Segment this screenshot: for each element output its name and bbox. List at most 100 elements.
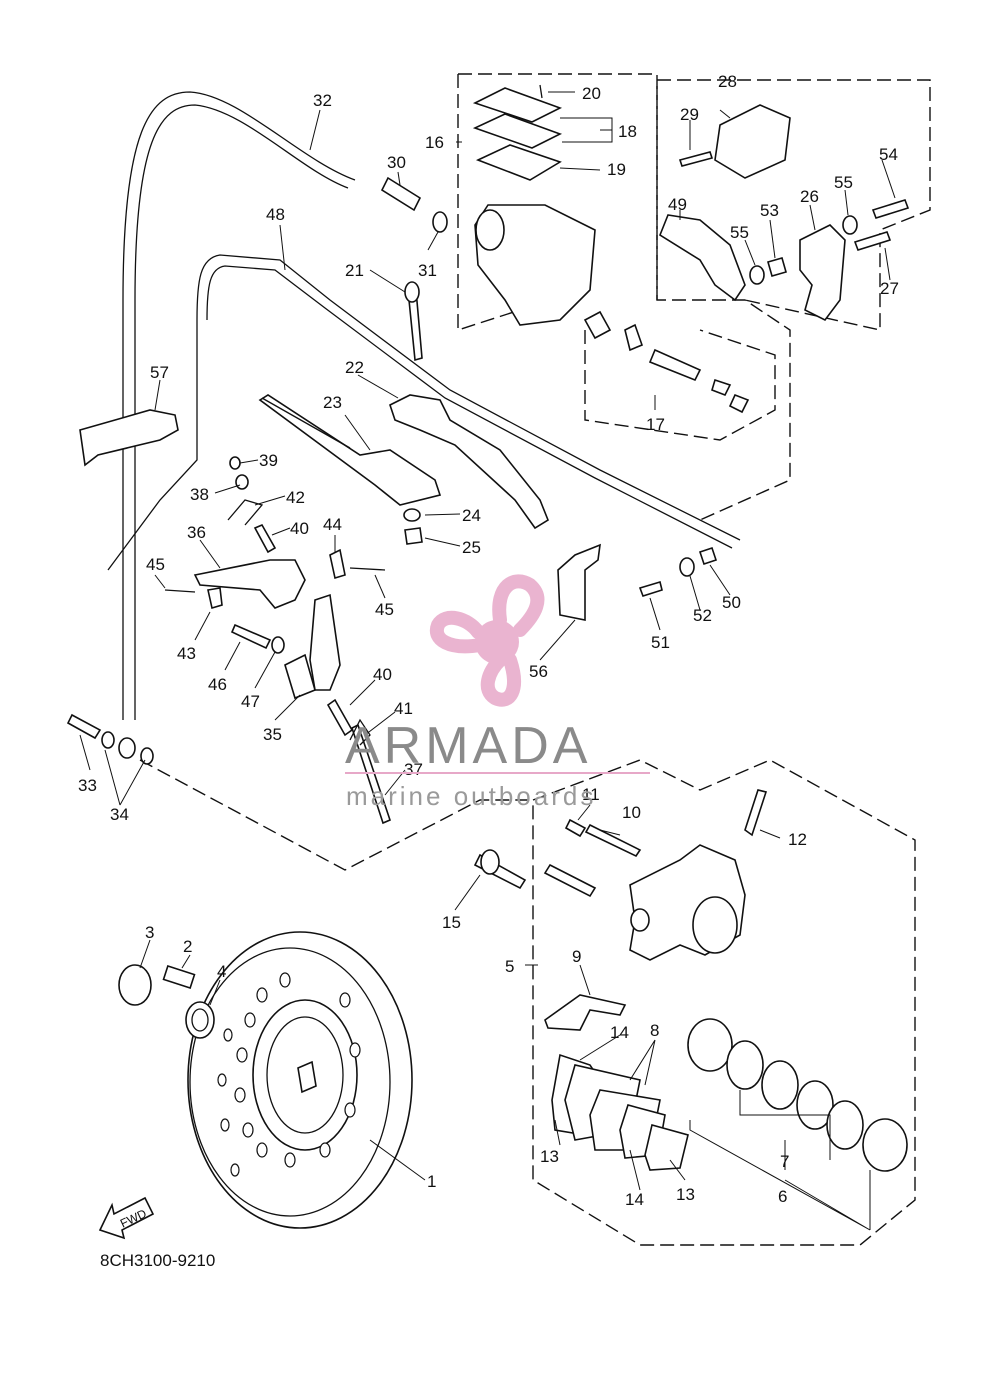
callout-10: 10 <box>622 803 641 822</box>
fwd-arrow-shape <box>98 1196 155 1240</box>
pin-43 <box>207 587 223 610</box>
callout-18: 18 <box>618 122 637 141</box>
piston-kit-17 <box>583 310 750 414</box>
seal-7b <box>761 1060 799 1110</box>
bracket-57 <box>79 409 179 467</box>
bolt-46 <box>230 623 272 650</box>
callout-52: 52 <box>693 606 712 625</box>
pedal-linkage <box>164 456 423 825</box>
callout-40b: 40 <box>373 665 392 684</box>
callout-17: 17 <box>646 415 665 434</box>
union-30 <box>380 176 422 212</box>
pin-44 <box>329 548 346 580</box>
callout-37: 37 <box>404 760 423 779</box>
diagram-code: 8CH3100-9210 <box>100 1251 215 1270</box>
callout-53: 53 <box>760 201 779 220</box>
bracket-26 <box>799 224 846 322</box>
seal-7a <box>726 1040 764 1090</box>
washer-34b <box>140 747 154 765</box>
callout-23: 23 <box>323 393 342 412</box>
arm-36 <box>193 559 306 609</box>
leader-lines <box>79 91 896 1231</box>
lever-22 <box>389 394 549 530</box>
caliper-group-outline <box>532 759 916 1246</box>
cable-48-inner <box>206 265 733 549</box>
disc-hub-inner <box>266 1016 344 1134</box>
piston-group-outline <box>584 329 776 441</box>
watermark-tagline: marine outboards <box>346 781 596 811</box>
collar-50 <box>698 546 718 566</box>
piston-6b <box>862 1118 908 1172</box>
bolt-11 <box>564 818 587 838</box>
bolt-15-head <box>480 849 500 875</box>
callout-45b: 45 <box>375 600 394 619</box>
callout-54: 54 <box>879 145 898 164</box>
hoses-and-cables <box>66 91 741 765</box>
callout-1: 1 <box>427 1172 436 1191</box>
callout-50: 50 <box>722 593 741 612</box>
master-cylinder <box>404 84 750 414</box>
nut-47 <box>271 636 285 654</box>
callout-7: 7 <box>780 1152 789 1171</box>
callout-41: 41 <box>394 699 413 718</box>
callout-24: 24 <box>462 506 481 525</box>
washer-4-inner <box>191 1008 209 1032</box>
callout-11: 11 <box>582 785 600 804</box>
callout-42: 42 <box>286 488 305 507</box>
callout-40a: 40 <box>290 519 309 538</box>
circlip-3 <box>118 964 152 1006</box>
callout-12: 12 <box>788 830 807 849</box>
washer-55a <box>749 265 765 285</box>
fwd-arrow: FWD <box>98 1196 155 1240</box>
reservoir-cap-18 <box>472 87 563 123</box>
callout-57: 57 <box>150 363 169 382</box>
screw-20 <box>539 84 543 99</box>
caliper-bolt-hole <box>630 908 650 932</box>
callout-13a: 13 <box>540 1147 559 1166</box>
spring-41 <box>349 718 371 746</box>
callout-14b: 14 <box>625 1190 644 1209</box>
cover-56 <box>557 543 601 621</box>
callout-3: 3 <box>145 923 154 942</box>
callout-55a: 55 <box>834 173 853 192</box>
watermark-brand: ARMADA <box>345 717 591 775</box>
lever-group-outline <box>656 79 931 331</box>
callout-48: 48 <box>266 205 285 224</box>
callout-20: 20 <box>582 84 601 103</box>
nut-38 <box>235 474 249 490</box>
callout-45a: 45 <box>146 555 165 574</box>
callout-46: 46 <box>208 675 227 694</box>
propeller-blade-top <box>492 574 545 637</box>
callout-14a: 14 <box>610 1023 629 1042</box>
seal-7d <box>826 1100 864 1150</box>
callout-51: 51 <box>651 633 670 652</box>
group-outlines <box>139 73 931 1246</box>
cotter-45a <box>164 589 196 593</box>
nut-39 <box>229 456 241 470</box>
callout-30: 30 <box>387 153 406 172</box>
callout-15: 15 <box>442 913 461 932</box>
callout-26: 26 <box>800 187 819 206</box>
callout-39: 39 <box>259 451 278 470</box>
bolt-15b <box>543 863 597 898</box>
propeller-blade-left <box>429 610 487 654</box>
callout-55b: 55 <box>730 223 749 242</box>
propeller-blade-right <box>480 653 521 707</box>
watermark: ARMADA marine outboards <box>345 574 650 811</box>
collar-53 <box>767 257 787 277</box>
bolt-27 <box>853 231 892 251</box>
callout-43: 43 <box>177 644 196 663</box>
plate-18 <box>472 113 563 149</box>
disc-rim <box>189 947 391 1217</box>
bolt-51 <box>638 580 663 597</box>
callout-35: 35 <box>263 725 282 744</box>
callout-27: 27 <box>880 279 899 298</box>
screw-29 <box>678 151 714 167</box>
callout-22: 22 <box>345 358 364 377</box>
brake-disc <box>187 931 413 1229</box>
brake-pads <box>544 994 689 1171</box>
spring-42 <box>227 499 264 526</box>
nut-25 <box>404 527 423 545</box>
brake-hose-32 <box>122 91 356 720</box>
